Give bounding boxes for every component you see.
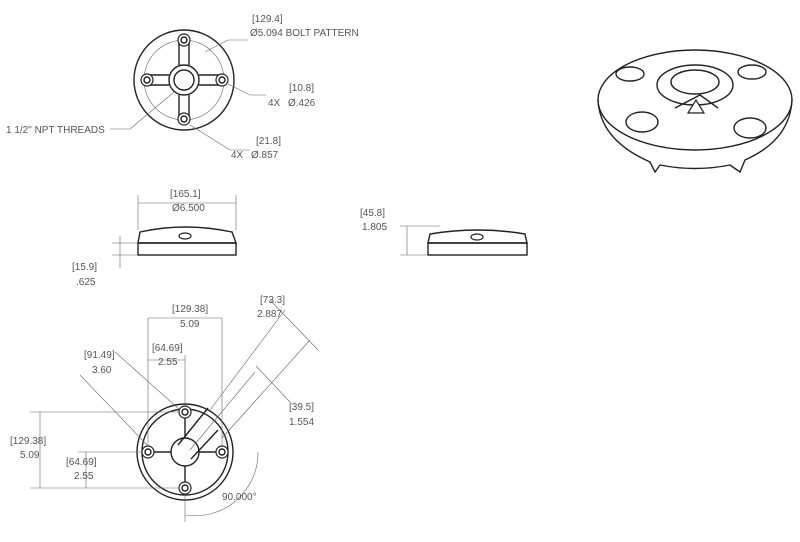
top-view-thread-hole xyxy=(168,64,200,96)
iso-setscrew xyxy=(686,98,706,114)
height-metric: [45.8] xyxy=(360,208,385,219)
height-imperial: 1.805 xyxy=(362,222,387,233)
top-view-bolt-hole-inner xyxy=(218,76,226,84)
small-holes-count: 4X xyxy=(268,98,281,109)
top-view-bolt-hole-inner xyxy=(180,36,188,44)
top-view-bolt-hole-inner xyxy=(180,115,188,123)
front-view-dome xyxy=(137,226,237,244)
diag-39-metric: [39.5] xyxy=(289,402,314,413)
diameter-metric: [165.1] xyxy=(170,189,201,200)
bottom-view-hole xyxy=(141,445,155,459)
side-view: [45.8] 1.805 xyxy=(360,208,528,256)
width-total-metric: [129.38] xyxy=(172,304,208,315)
top-view-outer-rim xyxy=(133,29,235,131)
height-half-imperial: 2.55 xyxy=(74,471,94,482)
angle-value: 90.000° xyxy=(222,492,257,503)
dim-line-diag-39 xyxy=(255,365,291,403)
large-holes-metric: [21.8] xyxy=(256,136,281,147)
bottom-view-hole-inner xyxy=(144,448,152,456)
iso-pocket xyxy=(737,64,767,80)
iso-center-bore xyxy=(670,69,720,95)
top-view-bolt-hole xyxy=(177,112,191,126)
bottom-view-hole xyxy=(178,405,192,419)
small-holes-imperial: Ø.426 xyxy=(288,98,316,109)
isometric-view xyxy=(597,49,793,174)
leader-bolt-pattern xyxy=(204,39,248,53)
iso-pocket xyxy=(615,66,645,82)
width-half-metric: [64.69] xyxy=(152,343,183,354)
front-view: [165.1] Ø6.500 [15.9] .625 xyxy=(72,189,237,288)
bottom-view-hole xyxy=(178,481,192,495)
bottom-view-hole-inner xyxy=(181,484,189,492)
bolt-pattern-metric: [129.4] xyxy=(252,14,283,25)
bottom-view-hole xyxy=(215,445,229,459)
large-holes-count: 4X xyxy=(231,150,244,161)
diag-73-imperial: 2.887 xyxy=(257,309,282,320)
side-view-boss xyxy=(470,233,484,241)
bottom-view-hole-inner xyxy=(181,408,189,416)
dim-arc-angle xyxy=(184,451,259,517)
iso-center-boss xyxy=(656,64,734,106)
small-holes-metric: [10.8] xyxy=(289,83,314,94)
ext-line xyxy=(114,351,181,411)
ext-line xyxy=(189,371,256,451)
iso-base-skirt xyxy=(597,99,793,174)
dim-line-diag-73 xyxy=(269,299,319,351)
diag-73-metric: [73.3] xyxy=(260,295,285,306)
height-total-imperial: 5.09 xyxy=(20,450,40,461)
leader-small-holes xyxy=(227,83,266,96)
bottom-view-ribs xyxy=(142,407,228,494)
width-total-imperial: 5.09 xyxy=(180,319,200,330)
iso-rib xyxy=(674,94,719,109)
bottom-view-hole-inner xyxy=(218,448,226,456)
ext-line xyxy=(209,309,286,411)
side-view-dome xyxy=(427,229,528,244)
width-half-imperial: 2.55 xyxy=(158,357,178,368)
diag-91-imperial: 3.60 xyxy=(92,365,112,376)
top-view: [129.4] Ø5.094 BOLT PATTERN [10.8] 4X Ø.… xyxy=(6,14,359,161)
height-total-metric: [129.38] xyxy=(10,436,46,447)
height-half-metric: [64.69] xyxy=(66,457,97,468)
base-height-metric: [15.9] xyxy=(72,262,97,273)
bottom-view-center-boss xyxy=(170,437,200,467)
top-view-bolt-hole xyxy=(215,73,229,87)
base-height-imperial: .625 xyxy=(76,277,96,288)
bolt-pattern-imperial: Ø5.094 BOLT PATTERN xyxy=(250,28,359,39)
bottom-view: [129.38] 5.09 [64.69] 2.55 [91.49] 3.60 … xyxy=(10,295,319,522)
top-view-thread-inner xyxy=(173,69,195,91)
top-view-webs xyxy=(144,40,224,120)
iso-pocket xyxy=(625,111,659,133)
top-view-bolt-hole xyxy=(177,33,191,47)
side-view-base xyxy=(427,242,528,256)
dim-line-diag-91 xyxy=(79,374,149,447)
top-view-bolt-circle xyxy=(143,39,225,121)
diag-39-imperial: 1.554 xyxy=(289,417,314,428)
thread-note: 1 1/2" NPT THREADS xyxy=(6,125,105,136)
diameter-imperial: Ø6.500 xyxy=(172,203,205,214)
large-holes-imperial: Ø.857 xyxy=(251,150,279,161)
iso-pocket xyxy=(733,117,767,139)
top-view-bolt-hole xyxy=(140,73,154,87)
top-view-bolt-hole-inner xyxy=(143,76,151,84)
ext-line xyxy=(221,339,311,439)
front-view-base xyxy=(137,242,237,256)
diag-91-metric: [91.49] xyxy=(84,350,115,361)
leader-large-holes xyxy=(189,124,250,151)
front-view-boss xyxy=(178,232,192,240)
leader-threads xyxy=(110,91,175,130)
